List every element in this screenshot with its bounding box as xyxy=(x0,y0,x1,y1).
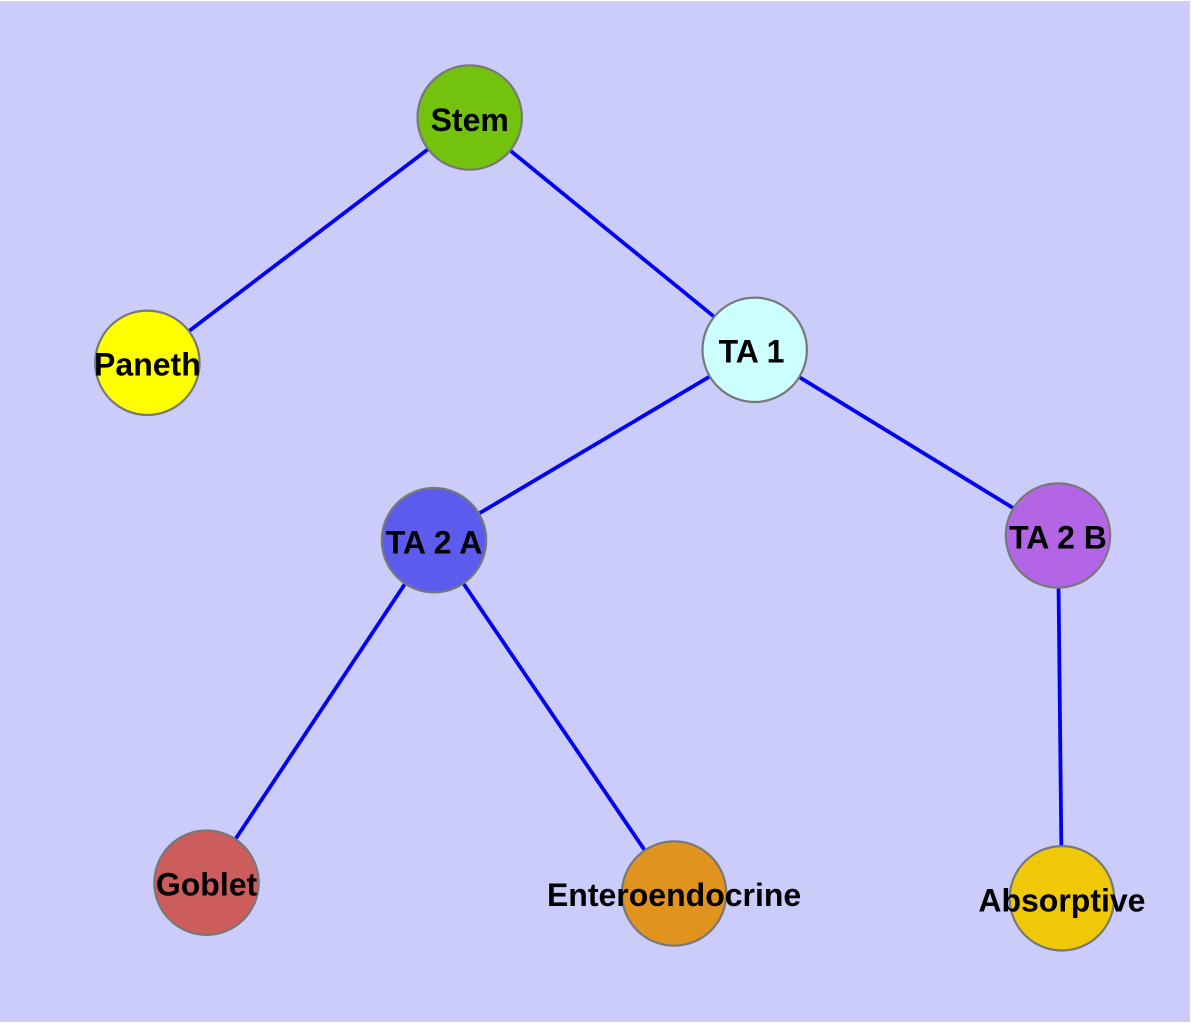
svg-text:Absorptive: Absorptive xyxy=(978,883,1145,919)
svg-text:Paneth: Paneth xyxy=(94,347,201,383)
svg-text:TA 2 A: TA 2 A xyxy=(386,524,483,560)
svg-text:Stem: Stem xyxy=(431,102,509,138)
svg-text:Goblet: Goblet xyxy=(156,866,258,902)
svg-text:Enteroendocrine: Enteroendocrine xyxy=(547,877,801,913)
svg-text:TA 2 B: TA 2 B xyxy=(1009,520,1107,556)
svg-text:TA 1: TA 1 xyxy=(719,334,785,370)
